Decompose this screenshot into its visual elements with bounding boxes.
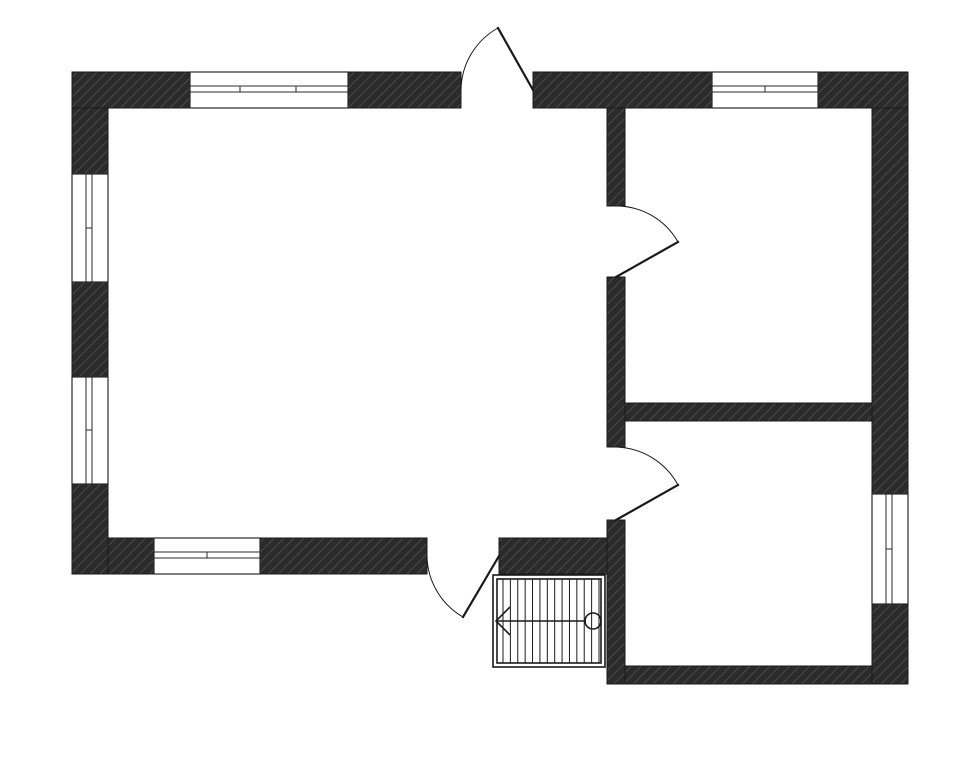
door-se-room [614, 446, 680, 522]
window-left-lower [71, 376, 109, 485]
east-walls [606, 107, 909, 685]
wall-top-mid [347, 71, 462, 109]
wall-se-left [606, 519, 626, 685]
wall-left-top [71, 107, 109, 175]
doors [426, 26, 680, 619]
wall-top-right [532, 71, 713, 109]
wall-bottom-right [498, 537, 608, 575]
wall-top-left [71, 71, 191, 109]
window-top-hall [189, 71, 349, 109]
window-bottom-hall [153, 537, 261, 575]
windows [71, 71, 909, 605]
window-right-se-room [871, 493, 909, 605]
window-left-upper [71, 173, 109, 283]
wall-bottom-left [107, 537, 155, 575]
door-entrance-top [460, 26, 535, 92]
wall-right-bottom [871, 603, 909, 685]
window-top-ne-room [711, 71, 819, 109]
stairs [492, 574, 606, 668]
partition-mid [606, 276, 626, 448]
partition-horizontal [624, 402, 873, 422]
wall-bottom-mid [259, 537, 428, 575]
wall-se-bottom [606, 665, 873, 685]
wall-top-far-right [817, 71, 909, 109]
stair-arrow [494, 606, 602, 636]
main-hall-walls [71, 71, 909, 575]
door-ne-room [614, 205, 680, 279]
wall-left-mid [71, 281, 109, 378]
wall-left-bottom [71, 483, 109, 575]
partition-top [606, 107, 626, 207]
door-bottom-stairs [426, 554, 501, 619]
wall-right-top [871, 107, 909, 495]
